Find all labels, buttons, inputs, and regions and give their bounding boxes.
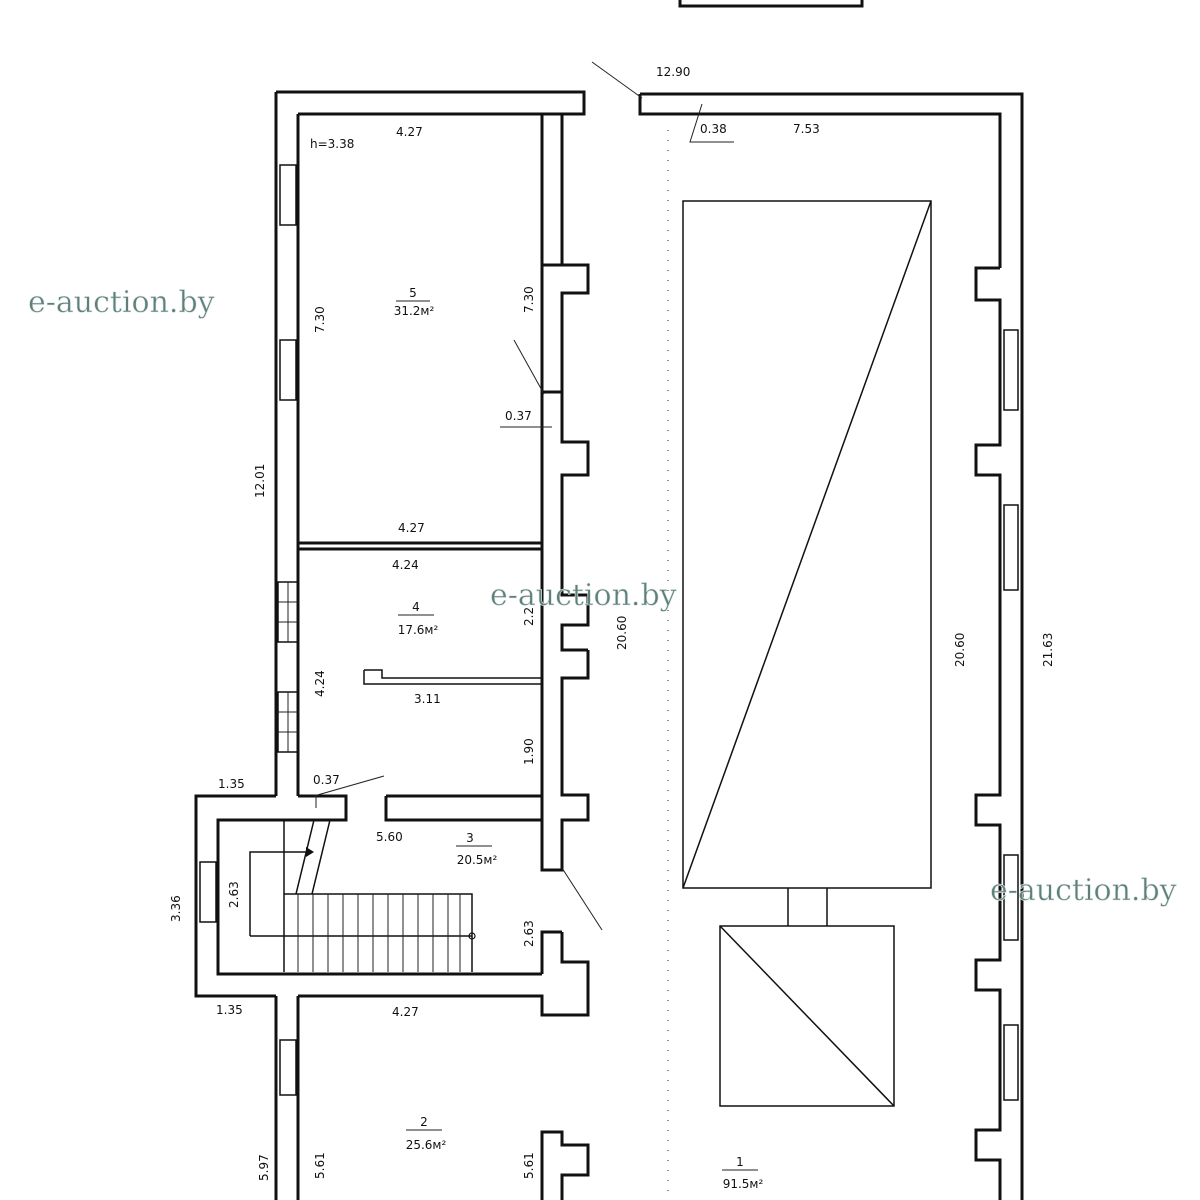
room-2-area: 25.6м² <box>406 1138 447 1152</box>
dim-stair-right: 2.63 <box>522 920 536 947</box>
dim-stair-span: 5.60 <box>376 830 403 844</box>
room-5-number: 5 <box>409 286 417 300</box>
dimension-labels: 12.90 0.38 7.53 h=3.38 4.27 7.30 7.30 0.… <box>169 65 1055 1181</box>
room-4-number: 4 <box>412 600 420 614</box>
room-5-area: 31.2м² <box>394 304 435 318</box>
dim-room4-right-lower: 1.90 <box>522 738 536 765</box>
dim-room5-right: 7.30 <box>522 286 536 313</box>
dim-room4-left: 4.24 <box>313 670 327 697</box>
large-equipment <box>682 200 932 889</box>
watermark-left: e-auction.by <box>28 285 215 320</box>
dim-corridor-length: 20.60 <box>615 616 629 650</box>
dim-partition-bottom: 4.24 <box>392 558 419 572</box>
room-3-number: 3 <box>466 831 474 845</box>
dim-porch-offset-bottom: 1.35 <box>216 1003 243 1017</box>
watermark-right: e-auction.by <box>990 873 1177 908</box>
dim-hall-length: 20.60 <box>953 633 967 667</box>
dim-porch-wall: 0.37 <box>313 773 340 787</box>
dim-left-total: 12.01 <box>253 464 267 498</box>
dim-room5-top: 4.27 <box>396 125 423 139</box>
dim-top-right-wall: 0.38 <box>700 122 727 136</box>
top-fragment <box>678 0 864 8</box>
dim-wall-mid: 0.37 <box>505 409 532 423</box>
dim-room4-right-upper: 2.2 <box>522 607 536 626</box>
dim-stair-left: 2.63 <box>227 881 241 908</box>
watermark-center: e-auction.by <box>490 578 677 613</box>
room-4-area: 17.6м² <box>398 623 439 637</box>
dim-left-outer-bottom: 5.97 <box>257 1154 271 1181</box>
dim-room2-right: 5.61 <box>522 1152 536 1179</box>
dim-room5-left: 7.30 <box>313 306 327 333</box>
height-note: h=3.38 <box>310 137 354 151</box>
left-block-walls <box>194 90 590 1200</box>
room-1-number: 1 <box>736 1155 744 1169</box>
room-2-number: 2 <box>420 1115 428 1129</box>
dim-top-right-span: 7.53 <box>793 122 820 136</box>
dim-room2-top: 4.27 <box>392 1005 419 1019</box>
dim-outer-right: 21.63 <box>1041 633 1055 667</box>
dim-porch-height: 3.36 <box>169 895 183 922</box>
leader-lines <box>313 61 734 1200</box>
dim-room4-partition: 3.11 <box>414 692 441 706</box>
room-labels: 5 31.2м² 4 17.6м² 3 20.5м² 2 25.6м² 1 91… <box>394 286 764 1191</box>
staircase <box>249 819 476 972</box>
dim-partition-top: 4.27 <box>398 521 425 535</box>
hall-walls <box>638 92 1024 1200</box>
dim-overall-width: 12.90 <box>656 65 690 79</box>
room-1-area: 91.5м² <box>723 1177 764 1191</box>
dim-porch-offset-top: 1.35 <box>218 777 245 791</box>
small-equipment <box>719 925 895 1107</box>
watermarks: e-auction.by e-auction.by e-auction.by <box>28 285 1177 909</box>
room-3-area: 20.5м² <box>457 853 498 867</box>
dim-room2-left: 5.61 <box>313 1152 327 1179</box>
